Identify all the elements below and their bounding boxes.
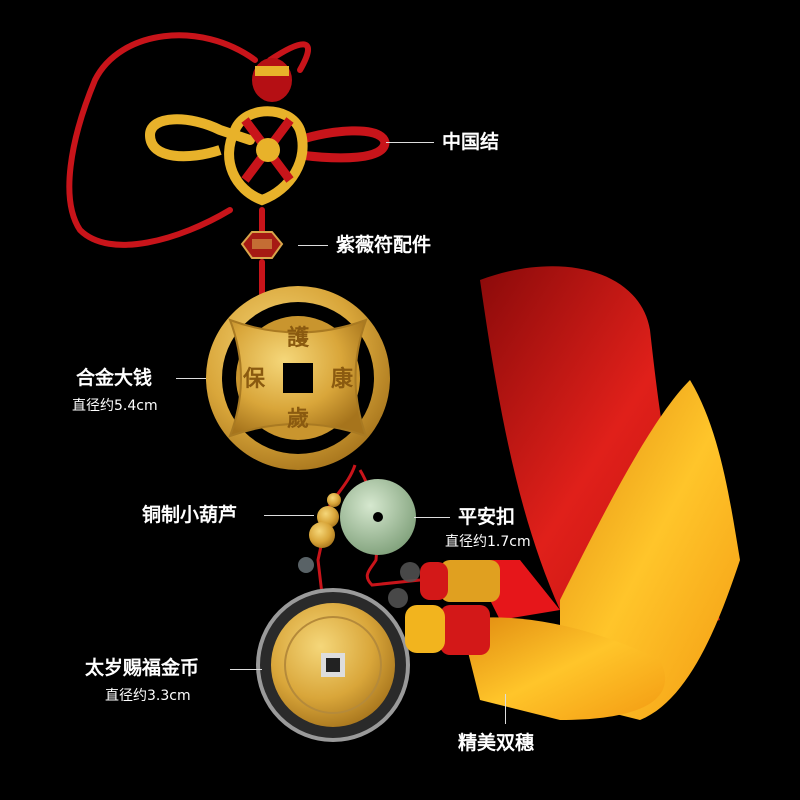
copper-gourd xyxy=(298,493,341,573)
leader-line-gourd xyxy=(264,515,314,516)
coin-char-bottom: 歲 xyxy=(287,407,309,432)
label-peace-buckle: 平安扣 xyxy=(458,506,516,528)
label-taisui-coin: 太岁赐福金币 xyxy=(85,657,200,679)
coin-char-left: 保 xyxy=(242,367,266,392)
coin-char-top: 護 xyxy=(287,325,310,351)
label-alloy-coin-size: 直径约5.4cm xyxy=(72,398,158,414)
ziwei-charm xyxy=(240,231,284,259)
leader-line-knot xyxy=(386,142,434,143)
chinese-knot xyxy=(145,58,390,206)
peace-buckle xyxy=(340,479,416,555)
leader-line-buckle xyxy=(414,517,450,518)
label-ziwei-charm: 紫薇符配件 xyxy=(336,234,432,256)
label-chinese-knot: 中国结 xyxy=(442,131,500,153)
alloy-coin: 護 康 歲 保 xyxy=(206,286,390,470)
coin-char-right: 康 xyxy=(331,366,354,392)
label-peace-buckle-size: 直径约1.7cm xyxy=(445,534,531,550)
label-taisui-coin-size: 直径约3.3cm xyxy=(105,688,191,704)
label-copper-gourd: 铜制小葫芦 xyxy=(142,504,238,526)
label-double-tassel: 精美双穗 xyxy=(458,732,535,754)
taisui-coin xyxy=(256,588,410,742)
crystal-beads xyxy=(388,562,420,608)
leader-line-charm xyxy=(298,245,328,246)
leader-line-tassel xyxy=(505,694,506,724)
double-tassel xyxy=(405,266,740,720)
leader-line-taisui-coin xyxy=(230,669,262,670)
leader-line-alloy-coin xyxy=(176,378,206,379)
label-alloy-coin: 合金大钱 xyxy=(76,367,153,389)
